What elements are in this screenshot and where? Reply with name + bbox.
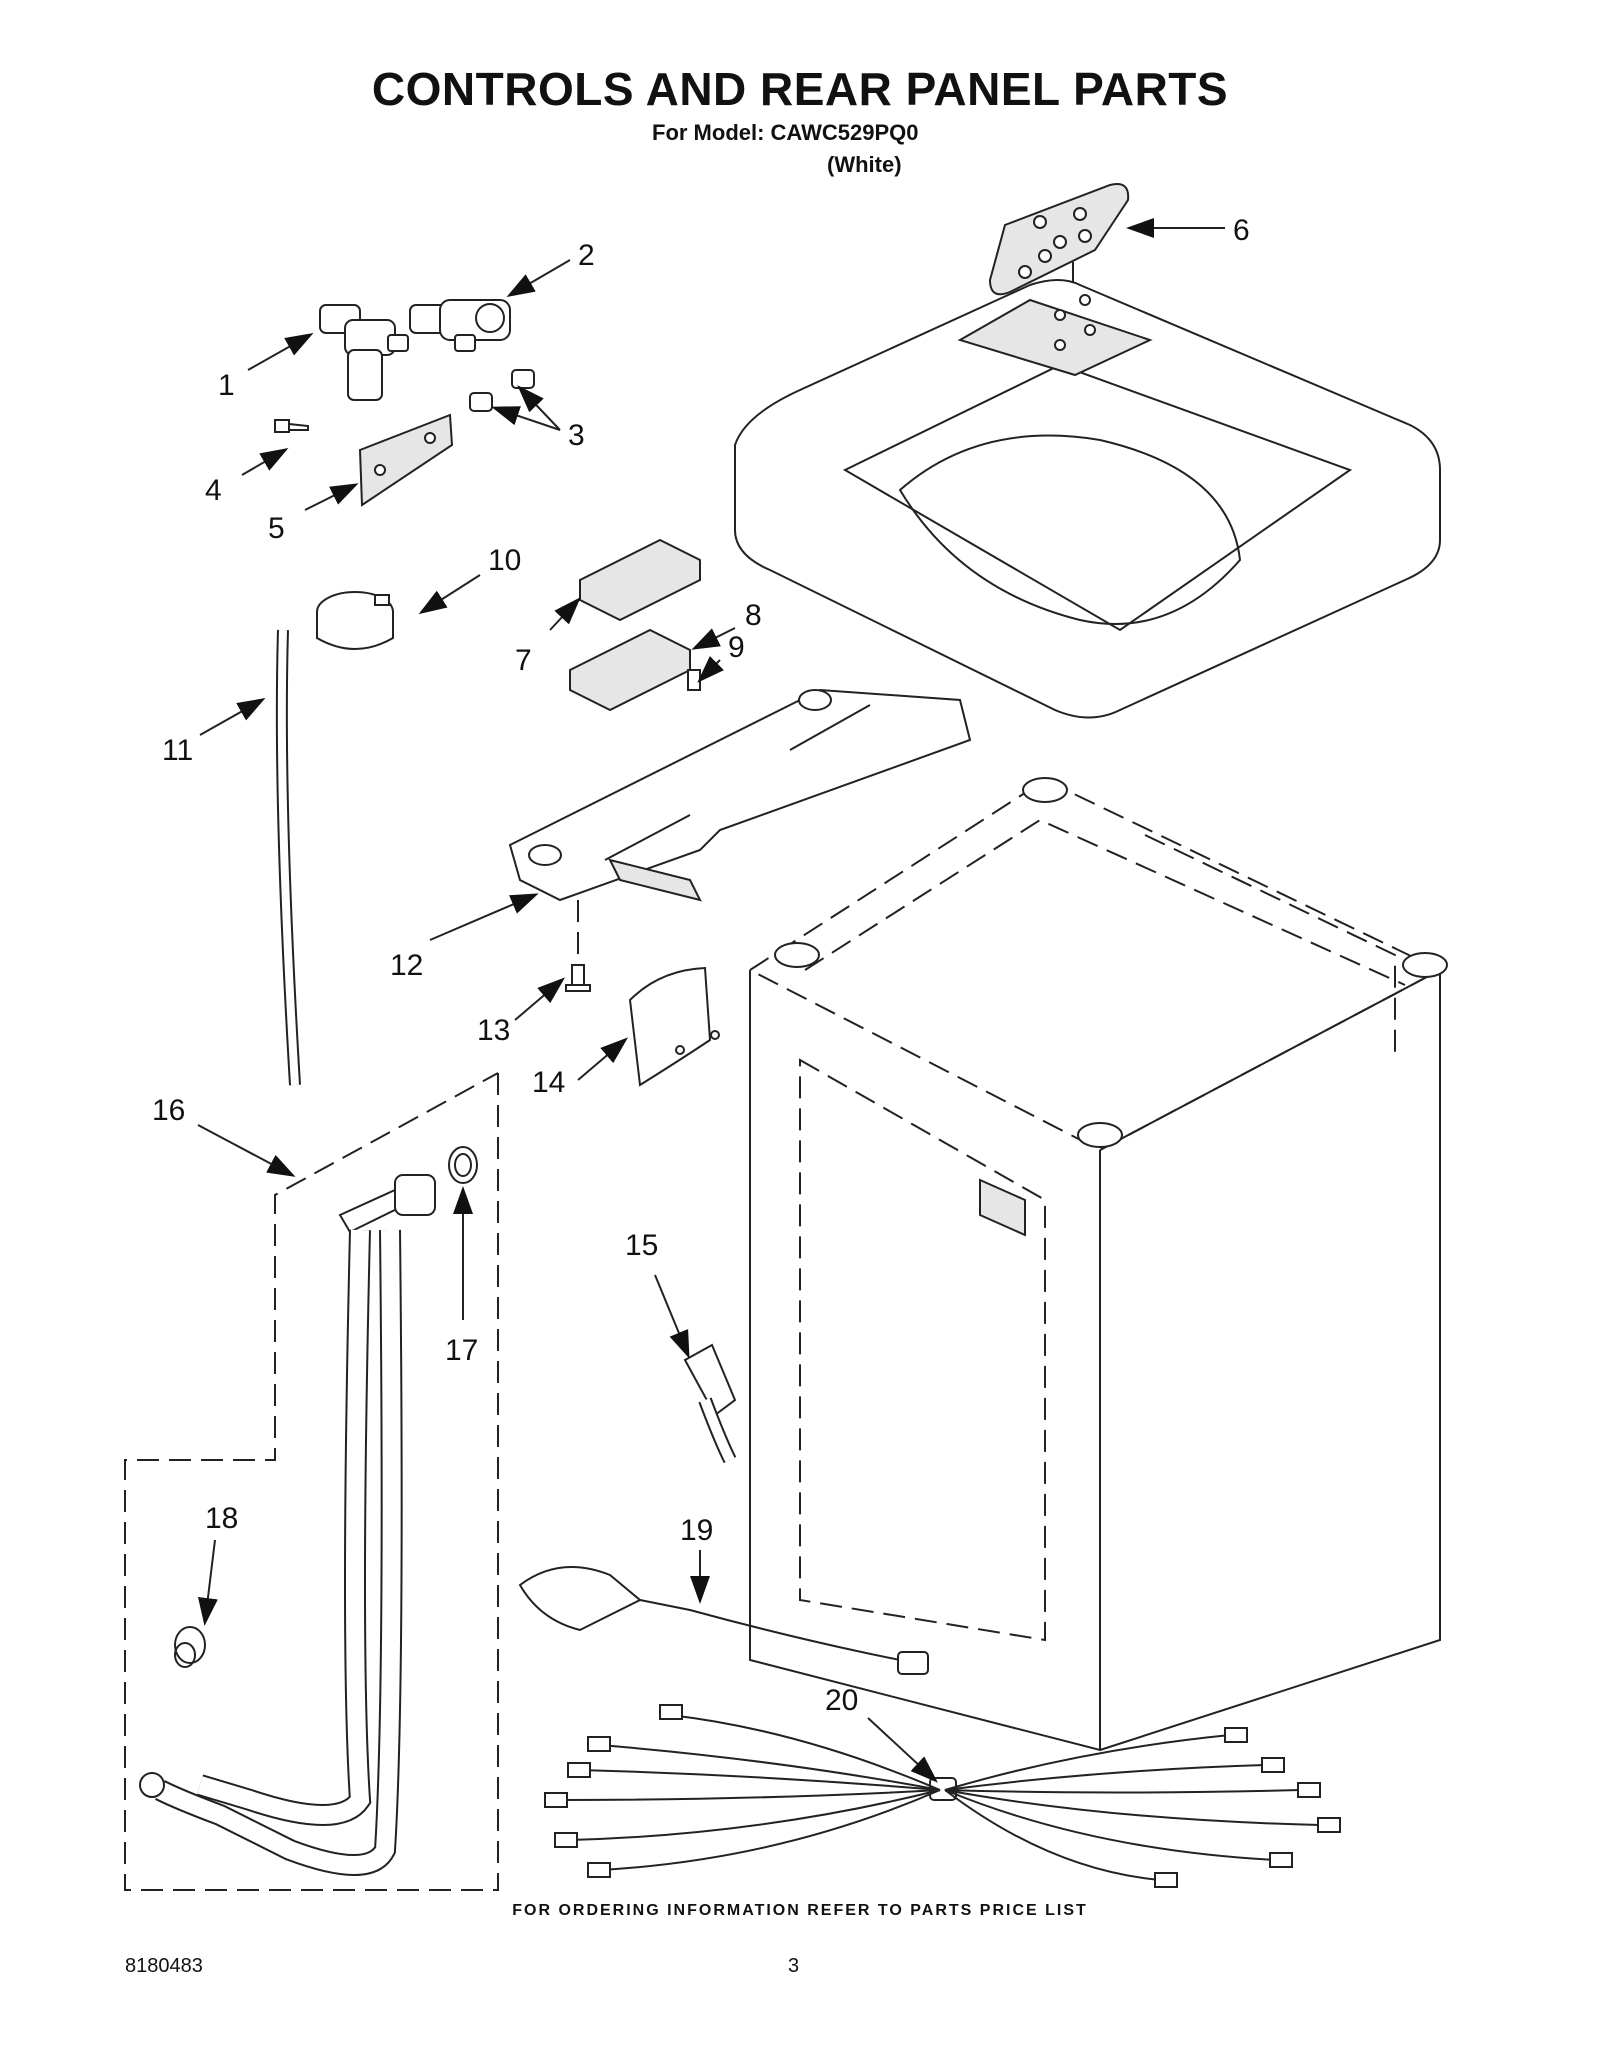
washer-cabinet <box>748 777 1448 1752</box>
inlet-hose-assembly <box>139 1174 436 1876</box>
pressure-hose <box>275 629 301 1086</box>
callout-9: 9 <box>728 631 745 664</box>
callout-2: 2 <box>578 239 595 272</box>
wire-harness <box>544 1704 1341 1888</box>
clip <box>628 966 720 1087</box>
callout-7: 7 <box>515 644 532 677</box>
callout-5: 5 <box>268 512 285 545</box>
control-overlay <box>988 183 1130 296</box>
hose-washer <box>448 1146 478 1184</box>
callout-20: 20 <box>825 1684 858 1717</box>
document-number: 8180483 <box>125 1955 203 1977</box>
callout-19: 19 <box>680 1514 713 1547</box>
callout-4: 4 <box>205 474 222 507</box>
control-board-8 <box>569 628 691 712</box>
top-console-lid <box>734 279 1441 719</box>
valve-bracket <box>358 413 454 507</box>
mounting-screw <box>274 419 309 433</box>
ordering-note: FOR ORDERING INFORMATION REFER TO PARTS … <box>512 1902 1088 1919</box>
drain-connector <box>683 1343 737 1464</box>
board-screw-9 <box>687 669 701 691</box>
model-subtitle: For Model: CAWC529PQ0 <box>652 120 919 145</box>
color-subtitle: (White) <box>827 152 902 177</box>
callout-1: 1 <box>218 369 235 402</box>
callout-16: 16 <box>152 1094 185 1127</box>
callout-17: 17 <box>445 1334 478 1367</box>
callout-14: 14 <box>532 1066 565 1099</box>
callout-6: 6 <box>1233 214 1250 247</box>
page-title: CONTROLS AND REAR PANEL PARTS <box>371 63 1229 115</box>
water-valve-1 <box>319 304 409 401</box>
valve-fittings <box>469 369 535 412</box>
rear-panel-plate <box>508 688 972 902</box>
hose-clamp <box>174 1626 206 1668</box>
page-number: 3 <box>788 1955 800 1977</box>
callout-13: 13 <box>477 1014 510 1047</box>
callout-15: 15 <box>625 1229 658 1262</box>
callout-11: 11 <box>162 734 193 767</box>
callout-10: 10 <box>488 544 521 577</box>
inlet-hose-group-outline <box>124 1072 499 1891</box>
callout-12: 12 <box>390 949 423 982</box>
callout-18: 18 <box>205 1502 238 1535</box>
callout-3: 3 <box>568 419 585 452</box>
power-cord <box>518 1566 929 1675</box>
callout-8: 8 <box>745 599 762 632</box>
control-board-7 <box>579 538 701 622</box>
plate-screw <box>565 964 591 992</box>
pressure-switch <box>316 591 394 650</box>
water-valve-2 <box>409 299 511 352</box>
